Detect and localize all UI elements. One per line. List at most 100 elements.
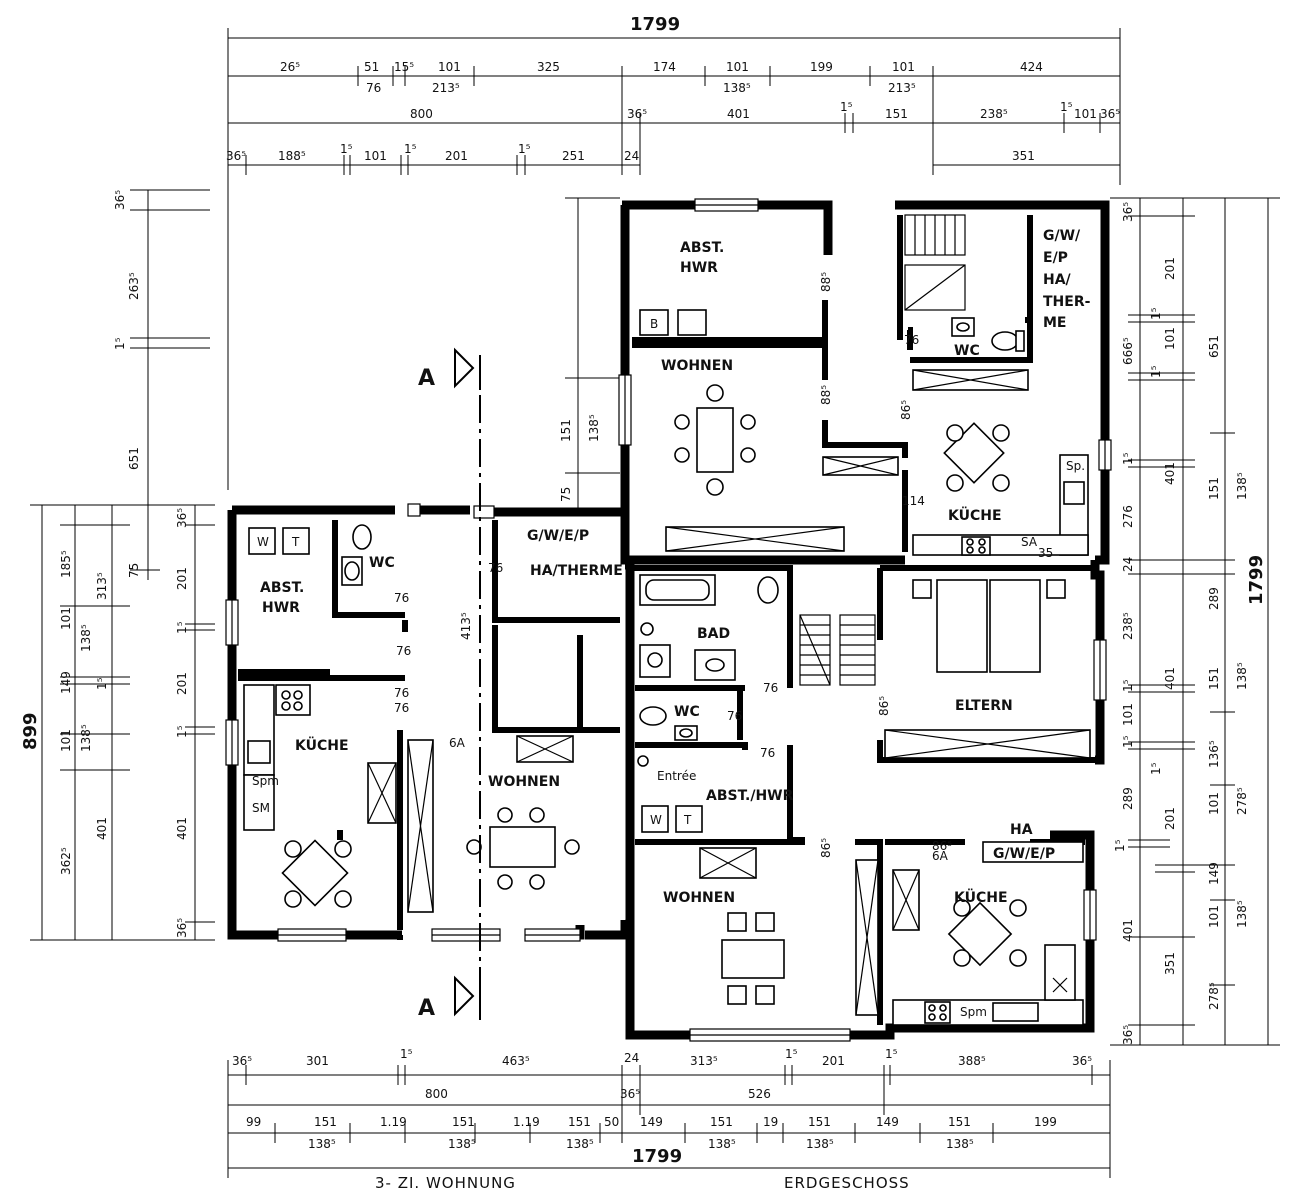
dim-left-outer: 651: [127, 447, 141, 470]
windows: [225, 198, 1112, 1042]
dim-right-c1: 351: [1163, 952, 1177, 975]
dim-left-wa: 138⁵: [79, 724, 93, 752]
fixture-labels: W T B Sp. SA 35 Spm SM W T Spm: [252, 317, 1085, 1019]
dim-top-r2: 800: [410, 107, 433, 121]
dim-bot-r3: 1.19: [513, 1115, 540, 1129]
dim-right-c1: 1⁵: [1121, 679, 1135, 692]
dim-bot-r3: 151: [948, 1115, 971, 1129]
dim-left-wb: 201: [175, 567, 189, 590]
dimension-lines: [30, 28, 1280, 1178]
dim-right-c1: 101: [1121, 703, 1135, 726]
dim-bot-r3-sub: 138⁵: [566, 1137, 594, 1151]
door-mark: 76: [394, 591, 409, 605]
dim-right-c1: 36⁵: [1121, 1025, 1135, 1045]
dim-top-r1-sub: 138⁵: [723, 81, 751, 95]
room-label-lower-wc: WC: [674, 704, 700, 720]
room-label-left-hatherme: HA/THERME: [530, 563, 623, 579]
door-mark: 413⁵: [459, 612, 473, 640]
room-label-left-kueche: KÜCHE: [295, 736, 349, 754]
dim-top-r1: 51: [364, 60, 379, 74]
dim-right-c2: 278⁵: [1207, 982, 1221, 1010]
fixture-label-35: 35: [1038, 546, 1053, 560]
dim-bot-r3: 1.19: [380, 1115, 407, 1129]
dim-bot-r1: 313⁵: [690, 1054, 718, 1068]
room-label-lower-kueche: KÜCHE: [954, 888, 1008, 906]
room-label-lower-bad: BAD: [697, 626, 730, 642]
door-mark: 76: [727, 709, 742, 723]
room-label-left-abst: ABST.: [260, 580, 304, 596]
dim-bottom-total: 1799: [632, 1146, 682, 1167]
dim-left-outer: 263⁵: [127, 272, 141, 300]
dim-top-r1: 101: [892, 60, 915, 74]
section-line: [454, 347, 481, 1020]
dim-right-c2: 136⁵: [1207, 740, 1221, 768]
fixture-label-t-left: T: [291, 535, 300, 549]
room-label-lower-ha: HA: [1010, 822, 1033, 838]
dim-top-r2: 36⁵: [627, 107, 647, 121]
dim-right-c1: 201: [1163, 807, 1177, 830]
dim-right-c2: 138⁵: [1235, 900, 1249, 928]
dim-top-r1: 174: [653, 60, 676, 74]
door-mark: 88⁵: [819, 385, 833, 405]
dim-right-c1: 289: [1121, 787, 1135, 810]
dim-right-c1: 101: [1163, 327, 1177, 350]
dim-right-c1: 201: [1163, 257, 1177, 280]
dim-top-r1-sub: 76: [366, 81, 381, 95]
dim-bot-r1: 1⁵: [785, 1047, 798, 1061]
dim-right-c1: 276: [1121, 505, 1135, 528]
dim-top-r1-sub: 213⁵: [888, 81, 916, 95]
dim-bot-r3: 149: [640, 1115, 663, 1129]
dim-left-mid: 75: [559, 487, 573, 502]
dim-top-r3: 201: [445, 149, 468, 163]
dim-top-r3: 188⁵: [278, 149, 306, 163]
room-label-upper-kueche: KÜCHE: [948, 506, 1002, 524]
dim-left-wb: 36⁵: [175, 508, 189, 528]
dim-top-r2: 1⁵: [1060, 100, 1073, 114]
caption-floor: ERDGESCHOSS: [784, 1174, 910, 1192]
room-label-upper-me: ME: [1043, 315, 1067, 331]
fixture-label-w-left: W: [257, 535, 269, 549]
dim-top-r3: 1⁵: [340, 142, 353, 156]
door-mark: 76: [394, 686, 409, 700]
dim-bot-r3-sub: 138⁵: [448, 1137, 476, 1151]
dim-right-c1: 36⁵: [1121, 202, 1135, 222]
dim-top-r1-sub: 213⁵: [432, 81, 460, 95]
room-label-left-wc: WC: [369, 555, 395, 571]
dim-top-r3: 1⁵: [404, 142, 417, 156]
dim-right-c2: 101: [1207, 905, 1221, 928]
door-mark: 76: [394, 701, 409, 715]
dim-top-r3: 1⁵: [518, 142, 531, 156]
door-mark: 76: [763, 681, 778, 695]
dim-top-r2: 36⁵: [1100, 107, 1120, 121]
door-mark: 88⁵: [819, 272, 833, 292]
dim-bot-r1: 1⁵: [400, 1047, 413, 1061]
room-label-lower-gwep: G/W/E/P: [993, 846, 1055, 862]
dim-top-total: 1799: [630, 14, 680, 35]
dim-left-wb: 201: [175, 672, 189, 695]
room-label-upper-wc: WC: [954, 343, 980, 359]
dim-right-c2: 149: [1207, 862, 1221, 885]
room-labels: ABST. HWR WC KÜCHE WOHNEN G/W/E/P HA/THE…: [260, 228, 1091, 906]
dim-top-r1: 199: [810, 60, 833, 74]
dim-right-c1: 1⁵: [1113, 839, 1127, 852]
dim-top-r2: 101: [1074, 107, 1097, 121]
dim-left-wa: 362⁵: [59, 847, 73, 875]
room-label-left-wohnen: WOHNEN: [488, 774, 560, 790]
caption-unit-type: 3- ZI. WOHNUNG: [375, 1174, 516, 1192]
dim-top-r1: 15⁵: [394, 60, 414, 74]
door-mark: 86⁵: [877, 696, 891, 716]
room-label-upper-abst: ABST.: [680, 240, 724, 256]
dim-left-outer: 1⁵: [113, 337, 127, 350]
door-mark: 76: [904, 333, 919, 347]
dim-bot-r1: 1⁵: [885, 1047, 898, 1061]
dim-right-c1: 238⁵: [1121, 612, 1135, 640]
dim-left-wa: 313⁵: [95, 572, 109, 600]
dim-bot-r3: 99: [246, 1115, 261, 1129]
dim-right-c2: 138⁵: [1235, 662, 1249, 690]
dim-top-r1: 101: [438, 60, 461, 74]
dim-bot-r3: 151: [452, 1115, 475, 1129]
fixture-label-spm-lower: Spm: [960, 1005, 987, 1019]
dim-left-wa: 101: [59, 607, 73, 630]
room-label-lower-wohnen: WOHNEN: [663, 890, 735, 906]
dim-bot-r3-sub: 138⁵: [946, 1137, 974, 1151]
